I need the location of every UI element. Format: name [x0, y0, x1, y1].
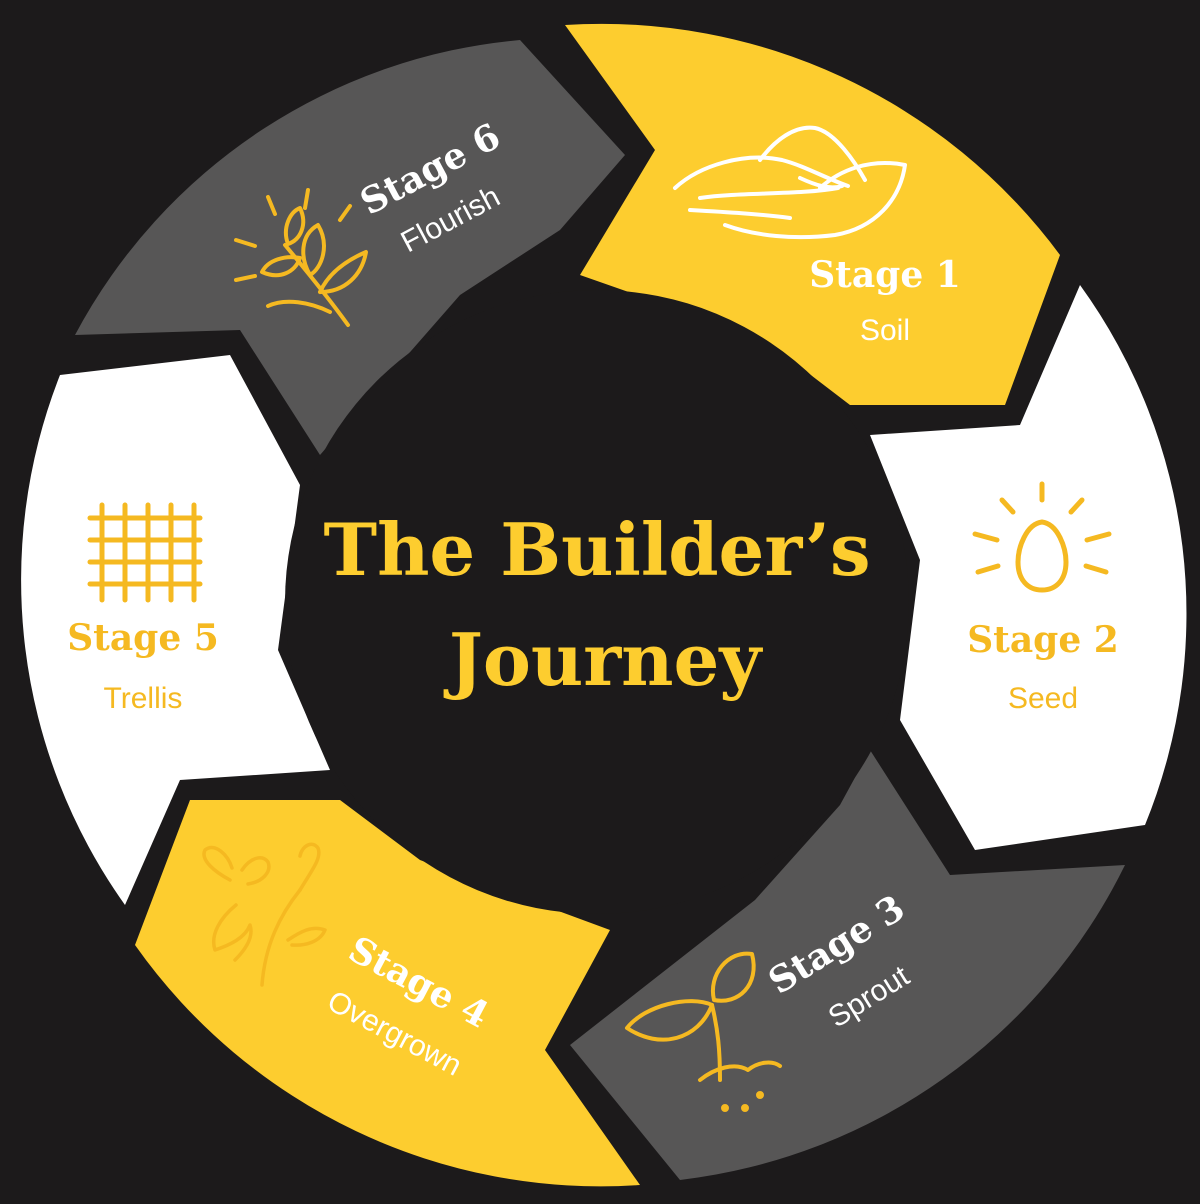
vine-icon: [202, 842, 327, 987]
stage-5-title: Stage 5: [67, 617, 219, 659]
stage-1-title: Stage 1: [809, 254, 961, 296]
segment-stage-5: [21, 355, 331, 905]
trellis-grid-icon: [87, 502, 203, 603]
stage-2-title: Stage 2: [967, 619, 1119, 661]
glowing-seed-icon: [972, 481, 1112, 593]
stage-5-name: Trellis: [104, 682, 183, 715]
sprout-icon: [625, 951, 782, 1112]
hand-with-soil-icon: [673, 125, 907, 240]
center-hub: [285, 290, 909, 914]
center-title-line-1: The Builder’s: [323, 507, 870, 592]
segment-stage-2: [870, 285, 1187, 850]
segment-stage-6: [75, 40, 625, 455]
stage-1-name: Soil: [860, 314, 910, 347]
center-title-line-2: Journey: [443, 617, 764, 702]
stage-2-name: Seed: [1008, 682, 1078, 715]
flourishing-plant-icon: [234, 188, 368, 327]
